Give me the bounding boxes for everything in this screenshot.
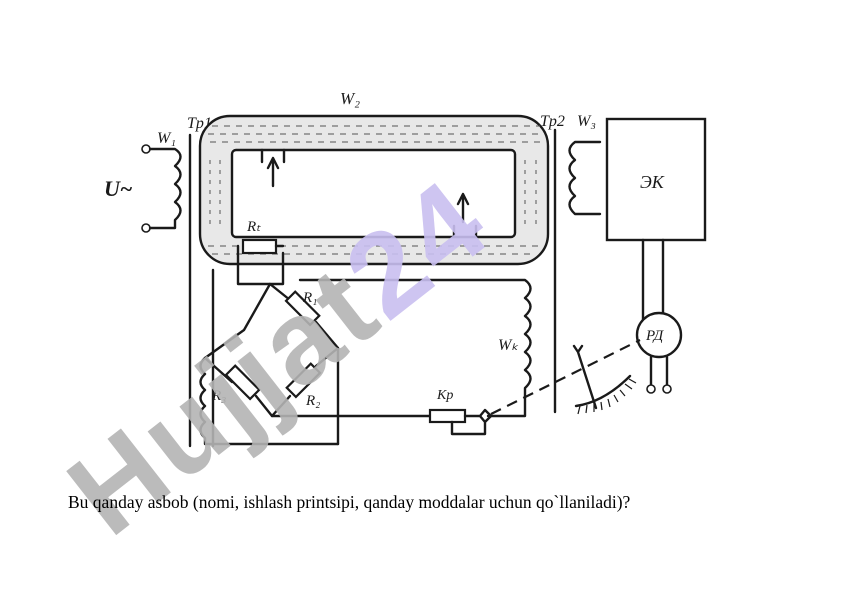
flow-arrows <box>266 156 470 224</box>
label-u: U~ <box>104 176 133 201</box>
label-w3: W₃ <box>577 113 596 130</box>
label-rd: РД <box>645 328 665 344</box>
winding-w1 <box>141 144 182 233</box>
label-r1: R₁ <box>302 290 317 306</box>
indicator-scale <box>572 344 637 415</box>
label-r2: R₂ <box>305 393 320 409</box>
label-w1: W₁ <box>157 130 176 147</box>
electronic-block-ek <box>605 117 707 242</box>
label-w2: W₂ <box>340 89 360 108</box>
label-ek: ЭК <box>640 172 665 192</box>
label-tp2: Tp2 <box>540 113 565 130</box>
winding-w3 <box>568 140 602 216</box>
liquid-ring-tube-w2 <box>198 114 550 266</box>
label-rt: Rₜ <box>246 219 261 235</box>
label-wk: Wₖ <box>498 337 518 354</box>
motor-terminal-2 <box>662 384 672 394</box>
label-r3: R₃ <box>211 388 226 404</box>
question-text: Bu qanday asbob (nomi, ishlash printsipi… <box>68 492 631 512</box>
label-kp: Kp <box>436 388 453 403</box>
resistor-rt <box>241 238 278 255</box>
measuring-bridge <box>199 278 532 446</box>
motor-terminal-1 <box>646 384 656 394</box>
slide-resistor-kp <box>428 408 467 424</box>
motor-rd <box>635 311 683 359</box>
mechanical-link <box>490 339 641 415</box>
